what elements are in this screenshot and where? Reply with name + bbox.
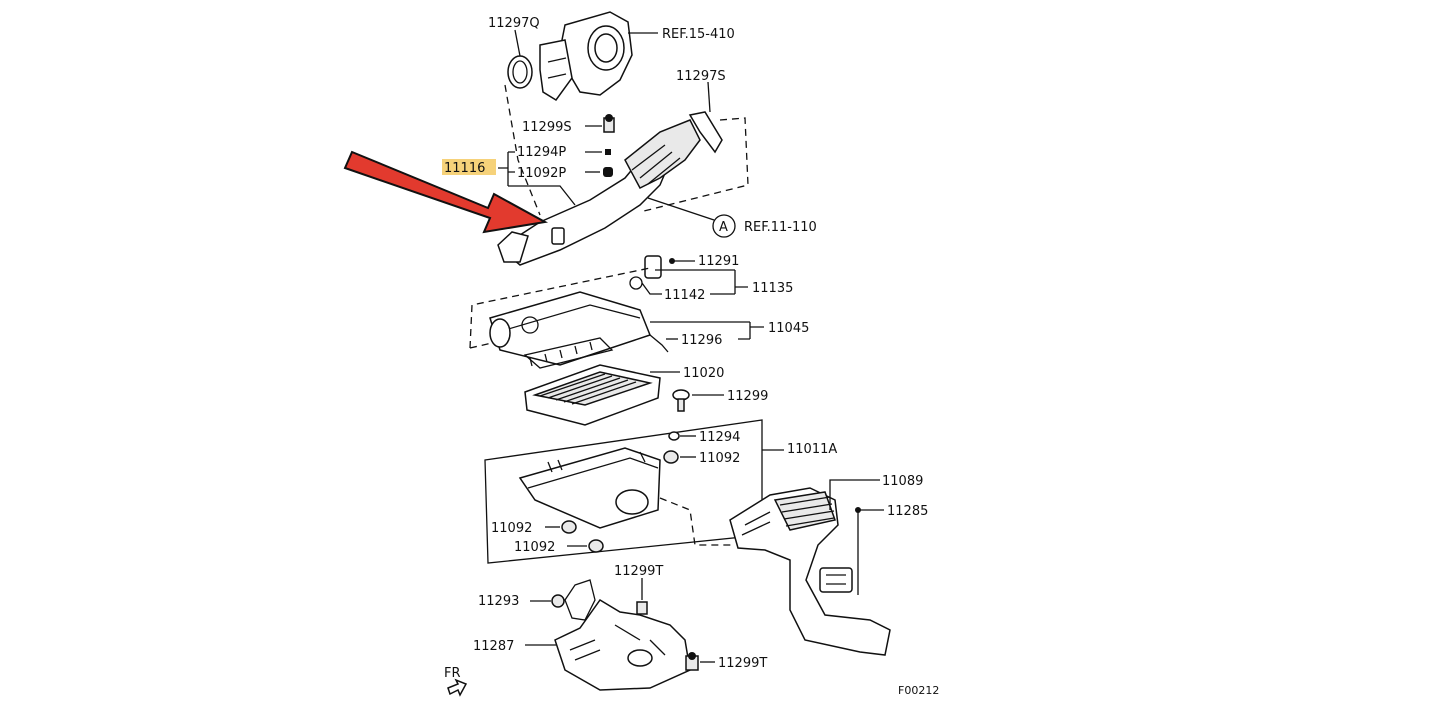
- label-11293: 11293: [478, 594, 519, 609]
- label-11285: 11285: [887, 504, 928, 519]
- label-11297s: 11297S: [676, 69, 726, 84]
- label-11299: 11299: [727, 389, 768, 404]
- hose-clamp-11297q: [507, 55, 533, 89]
- air-cleaner-cover: [489, 291, 651, 369]
- label-11092p: 11092P: [517, 166, 566, 181]
- label-ref-15-410: REF.15-410: [662, 27, 735, 42]
- grommet-11294: [668, 431, 680, 441]
- air-filter-element: [524, 364, 661, 426]
- bolt-11299: [672, 389, 690, 412]
- air-duct: [729, 487, 891, 656]
- label-11142: 11142: [664, 288, 705, 303]
- label-11092-b: 11092: [491, 521, 532, 536]
- label-11011a: 11011A: [787, 442, 837, 457]
- label-11089: 11089: [882, 474, 923, 489]
- red-pointer-arrow-icon: [343, 150, 549, 234]
- label-11299t-top: 11299T: [614, 564, 663, 579]
- label-11294: 11294: [699, 430, 740, 445]
- bolt-11299s: [603, 114, 615, 133]
- ref-circle-a: [712, 214, 736, 238]
- label-11092-a: 11092: [699, 451, 740, 466]
- label-11299s: 11299S: [522, 120, 572, 135]
- grommet-11092-top: [663, 450, 679, 464]
- label-11287: 11287: [473, 639, 514, 654]
- intake-air-hose: [497, 119, 701, 266]
- grommet-11092-bottom: [588, 539, 604, 553]
- label-11092-c: 11092: [514, 540, 555, 555]
- label-11297q: 11297Q: [488, 16, 540, 31]
- highlight-11116: [442, 159, 496, 175]
- bolt-11299t-top: [636, 601, 648, 615]
- label-ref-a: A: [719, 220, 728, 235]
- label-11296: 11296: [681, 333, 722, 348]
- label-11291: 11291: [698, 254, 739, 269]
- nut-11293: [551, 594, 565, 608]
- label-11045: 11045: [768, 321, 809, 336]
- label-11294p: 11294P: [517, 145, 566, 160]
- front-direction-arrow-icon: [447, 678, 468, 697]
- label-11299t-bottom: 11299T: [718, 656, 767, 671]
- throttle-body: [539, 11, 633, 102]
- bolt-11299t-bottom: [685, 652, 699, 671]
- label-figure-code: F00212: [898, 684, 939, 697]
- mounting-bracket: [554, 579, 691, 691]
- label-11135: 11135: [752, 281, 793, 296]
- hose-clamp-11297s: [688, 111, 723, 154]
- air-cleaner-case: [518, 447, 661, 529]
- label-11020: 11020: [683, 366, 724, 381]
- label-ref-11-110: REF.11-110: [744, 220, 817, 235]
- label-11116: 11116: [444, 161, 485, 176]
- label-fr: FR: [444, 666, 461, 681]
- grommet-11092-left: [561, 520, 577, 534]
- air-flow-sensor: [629, 255, 662, 290]
